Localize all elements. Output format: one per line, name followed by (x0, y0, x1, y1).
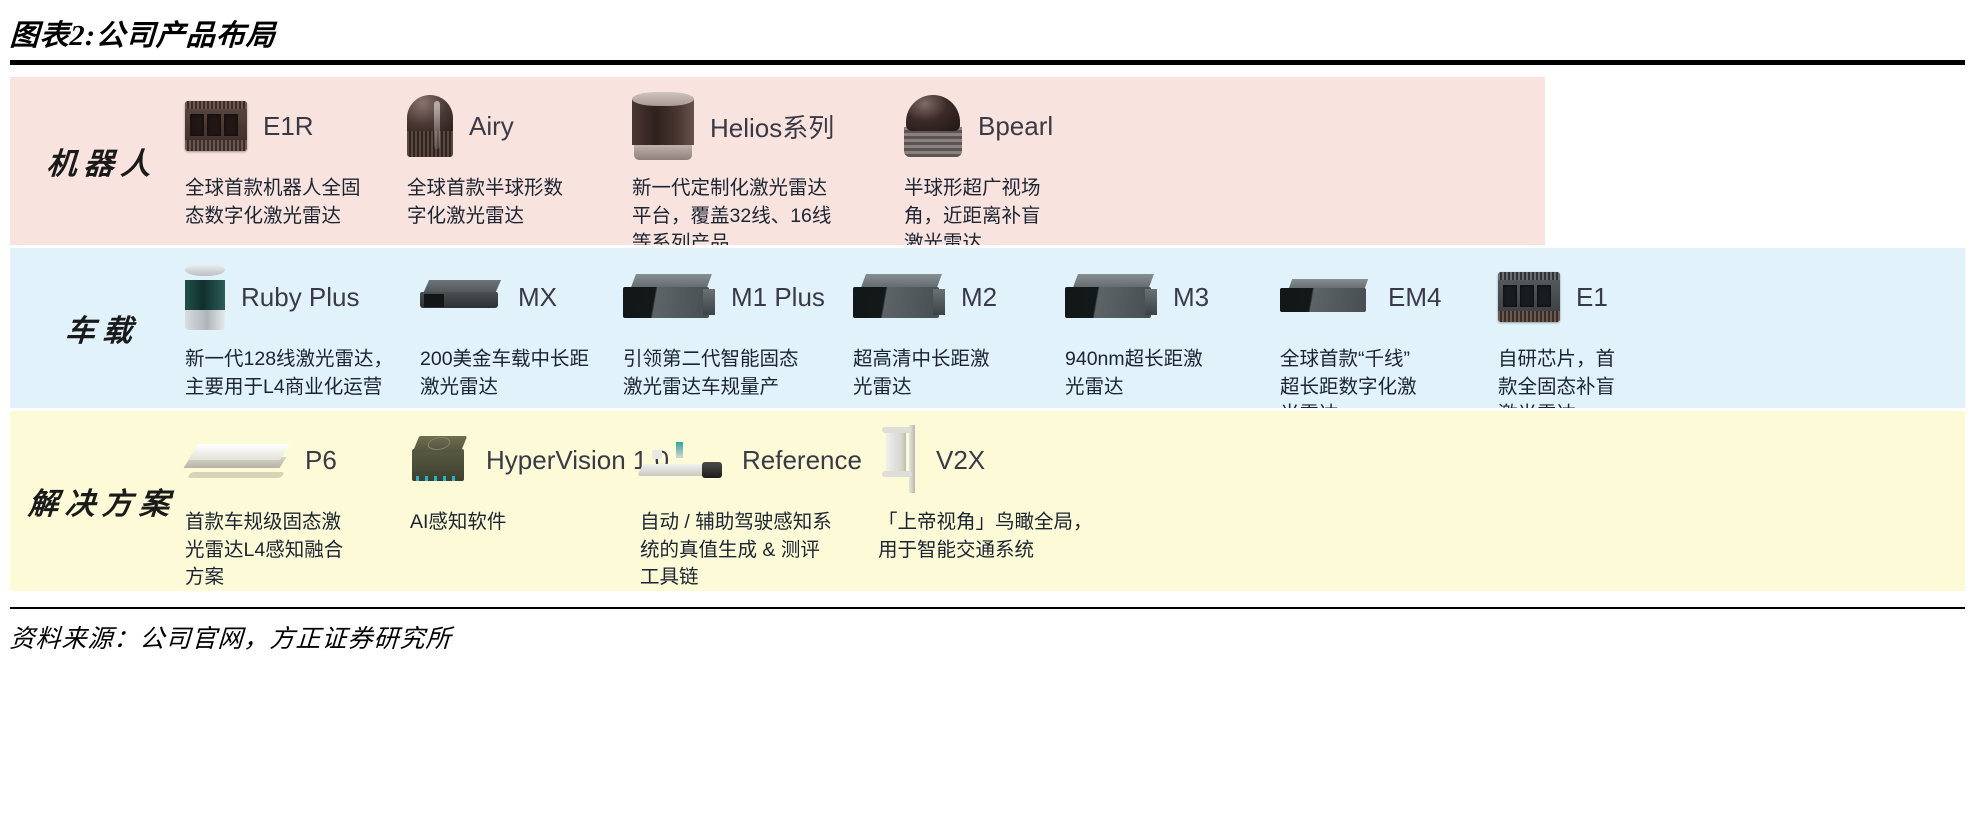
row-label-solution: 解决方案 (27, 488, 178, 521)
row-vehicle: 车载 Ruby Plus 新一代128线激光雷达， 主要用于L4商业化运营 MX (10, 245, 1965, 425)
product-name: Airy (469, 110, 514, 141)
product-card-m1-plus[interactable]: M1 Plus 引领第二代智能固态 激光雷达车规量产 (623, 248, 853, 401)
row-robot-items: E1R 全球首款机器人全固 态数字化激光雷达 Airy 全球首款半球形数 字化激… (185, 77, 1545, 254)
row-solution-items: P6 首款车规级固态激 光雷达L4感知融合 方案 HyperVision 1.0… (183, 411, 1965, 592)
product-name: P6 (305, 444, 337, 475)
lidar-box-flat-icon (1280, 279, 1372, 315)
product-desc: 超高清中长距激 光雷达 (853, 348, 990, 398)
product-card-helios[interactable]: Helios系列 新一代定制化激光雷达 平台，覆盖32线、16线 等系列产品 (632, 77, 904, 258)
product-card-mx[interactable]: MX 200美金车载中长距 激光雷达 (420, 248, 623, 401)
lidar-dome-icon (407, 95, 453, 157)
product-card-em4[interactable]: EM4 全球首款“千线” 超长距数字化激 光雷达 (1280, 248, 1498, 429)
lidar-bar-icon (183, 440, 290, 480)
compute-box-icon (410, 436, 470, 484)
lidar-box-icon (853, 274, 945, 320)
product-card-ruby-plus[interactable]: Ruby Plus 新一代128线激光雷达， 主要用于L4商业化运营 (185, 248, 420, 401)
sensor-rig-icon (637, 440, 726, 480)
product-desc: 全球首款半球形数 字化激光雷达 (407, 177, 564, 227)
product-card-m3[interactable]: M3 940nm超长距激 光雷达 (1065, 248, 1280, 401)
product-card-airy[interactable]: Airy 全球首款半球形数 字化激光雷达 (407, 77, 632, 230)
row-robot: 机器人 E1R 全球首款机器人全固 态数字化激光雷达 Airy (10, 77, 1545, 254)
lidar-hemisphere-icon (904, 95, 962, 157)
product-matrix: 机器人 E1R 全球首款机器人全固 态数字化激光雷达 Airy (10, 77, 1965, 591)
product-desc: 引领第二代智能固态 激光雷达车规量产 (623, 348, 799, 398)
product-name: Helios系列 (710, 112, 835, 143)
product-card-bpearl[interactable]: Bpearl 半球形超广视场 角，近距离补盲 激光雷达 (904, 77, 1154, 258)
product-name: V2X (936, 444, 986, 475)
row-vehicle-items: Ruby Plus 新一代128线激光雷达， 主要用于L4商业化运营 MX 20… (185, 248, 1965, 425)
product-desc: 940nm超长距激 光雷达 (1065, 348, 1203, 398)
product-card-e1r[interactable]: E1R 全球首款机器人全固 态数字化激光雷达 (185, 77, 407, 230)
product-name: Ruby Plus (241, 281, 360, 312)
product-name: M1 Plus (731, 281, 825, 312)
product-card-p6[interactable]: P6 首款车规级固态激 光雷达L4感知融合 方案 (183, 411, 410, 592)
page-title: 图表2:公司产品布局 (9, 20, 277, 52)
product-card-m2[interactable]: M2 超高清中长距激 光雷达 (853, 248, 1065, 401)
source-divider (10, 607, 1965, 609)
lidar-spinning-icon (185, 264, 225, 330)
product-card-hypervision[interactable]: HyperVision 1.0 AI感知软件 (410, 411, 669, 537)
product-name: M3 (1173, 281, 1210, 312)
title-divider (10, 60, 1965, 65)
product-name: HyperVision 1.0 (486, 444, 670, 475)
lidar-box-icon (623, 274, 715, 320)
lidar-box-icon (1065, 274, 1157, 320)
product-card-reference[interactable]: Reference 自动 / 辅助驾驶感知系 统的真值生成 & 测评 工具链 (637, 411, 878, 592)
product-name: EM4 (1388, 281, 1442, 312)
product-name: Bpearl (978, 110, 1054, 141)
source-note: 资料来源：公司官网，方正证券研究所 (8, 626, 453, 653)
lidar-cylinder-icon (632, 92, 694, 160)
row-solution: 解决方案 P6 首款车规级固态激 光雷达L4感知融合 方案 HyperVisio… (10, 408, 1965, 591)
product-desc: 首款车规级固态激 光雷达L4感知融合 方案 (185, 511, 344, 589)
lidar-slab-icon (420, 280, 502, 314)
product-card-e1[interactable]: E1 自研芯片，首 款全固态补盲 激光雷达 (1498, 248, 1688, 429)
product-name: Reference (742, 444, 862, 475)
product-desc: AI感知软件 (410, 511, 507, 533)
row-label-vehicle: 车载 (64, 315, 141, 348)
row-label-robot: 机器人 (45, 148, 159, 181)
product-name: MX (518, 281, 557, 312)
roadside-unit-icon (878, 425, 920, 495)
product-name: E1R (263, 110, 314, 141)
lidar-module-icon (1498, 272, 1560, 322)
product-name: M2 (961, 281, 998, 312)
product-name: E1 (1576, 281, 1608, 312)
product-desc: 「上帝视角」鸟瞰全局， 用于智能交通系统 (878, 511, 1093, 561)
product-desc: 自动 / 辅助驾驶感知系 统的真值生成 & 测评 工具链 (640, 511, 832, 589)
product-card-v2x[interactable]: V2X 「上帝视角」鸟瞰全局， 用于智能交通系统 (878, 411, 1138, 564)
product-desc: 200美金车载中长距 激光雷达 (420, 348, 590, 398)
chart-title-area: 图表2:公司产品布局 (0, 0, 1975, 54)
product-desc: 全球首款机器人全固 态数字化激光雷达 (185, 177, 361, 227)
lidar-module-icon (185, 101, 247, 151)
product-desc: 新一代128线激光雷达， 主要用于L4商业化运营 (185, 348, 394, 398)
